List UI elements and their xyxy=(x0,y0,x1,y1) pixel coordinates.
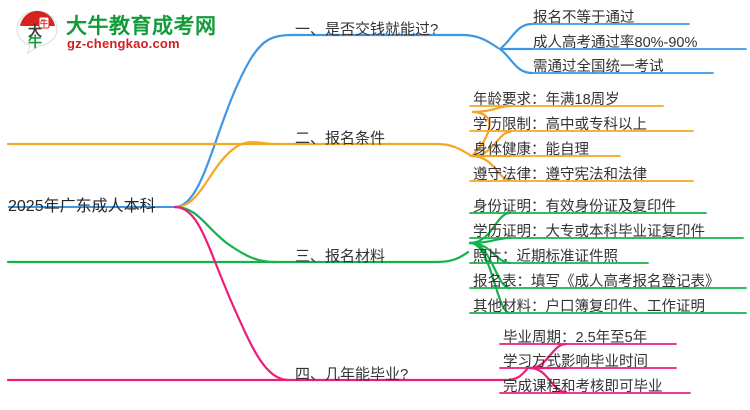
branch-node-4[interactable]: 四、几年能毕业? xyxy=(295,366,409,383)
branch-4-lines xyxy=(6,205,691,394)
leaf-node-4-1[interactable]: 毕业周期：2.5年至5年 xyxy=(503,330,648,346)
svg-text:大: 大 xyxy=(28,23,42,39)
svg-text:牛: 牛 xyxy=(28,34,42,50)
leaf-node-2-3[interactable]: 身体健康：能自理 xyxy=(473,142,589,158)
logo-mark-icon: 牛 大 牛 xyxy=(16,10,58,55)
leaf-node-1-3[interactable]: 需通过全国统一考试 xyxy=(533,59,664,75)
site-logo: 牛 大 牛 大牛教育成考网 gz-chengkao.com xyxy=(14,8,264,56)
root-node[interactable]: 2025年广东成人本科 xyxy=(8,198,156,215)
branch-1-lines xyxy=(173,22,747,209)
svg-text:牛: 牛 xyxy=(40,18,48,28)
leaf-node-4-2[interactable]: 学习方式影响毕业时间 xyxy=(503,354,648,370)
leaf-node-3-1[interactable]: 身份证明：有效身份证及复印件 xyxy=(473,199,676,215)
leaf-node-1-1[interactable]: 报名不等于通过 xyxy=(533,10,635,26)
leaf-node-1-2[interactable]: 成人高考通过率80%-90% xyxy=(533,35,698,51)
branch-node-2[interactable]: 二、报名条件 xyxy=(295,130,386,147)
leaf-node-2-4[interactable]: 遵守法律：遵守宪法和法律 xyxy=(473,167,647,183)
branch-3-lines xyxy=(6,205,747,315)
leaf-node-4-3[interactable]: 完成课程和考核即可毕业 xyxy=(503,379,663,395)
leaf-node-3-5[interactable]: 其他材料：户口簿复印件、工作证明 xyxy=(473,299,705,315)
branch-node-3[interactable]: 三、报名材料 xyxy=(295,248,386,265)
branch-2-lines xyxy=(6,104,694,209)
leaf-node-3-3[interactable]: 照片：近期标准证件照 xyxy=(473,249,618,265)
leaf-node-3-4[interactable]: 报名表：填写《成人高考报名登记表》 xyxy=(473,274,720,290)
leaf-node-3-2[interactable]: 学历证明：大专或本科毕业证复印件 xyxy=(473,224,705,240)
logo-site-url: gz-chengkao.com xyxy=(67,36,180,51)
leaf-node-2-1[interactable]: 年龄要求：年满18周岁 xyxy=(473,92,620,108)
logo-site-name: 大牛教育成考网 xyxy=(66,15,217,38)
branch-node-1[interactable]: 一、是否交钱就能过? xyxy=(295,21,439,38)
leaf-node-2-2[interactable]: 学历限制：高中或专科以上 xyxy=(473,117,647,133)
